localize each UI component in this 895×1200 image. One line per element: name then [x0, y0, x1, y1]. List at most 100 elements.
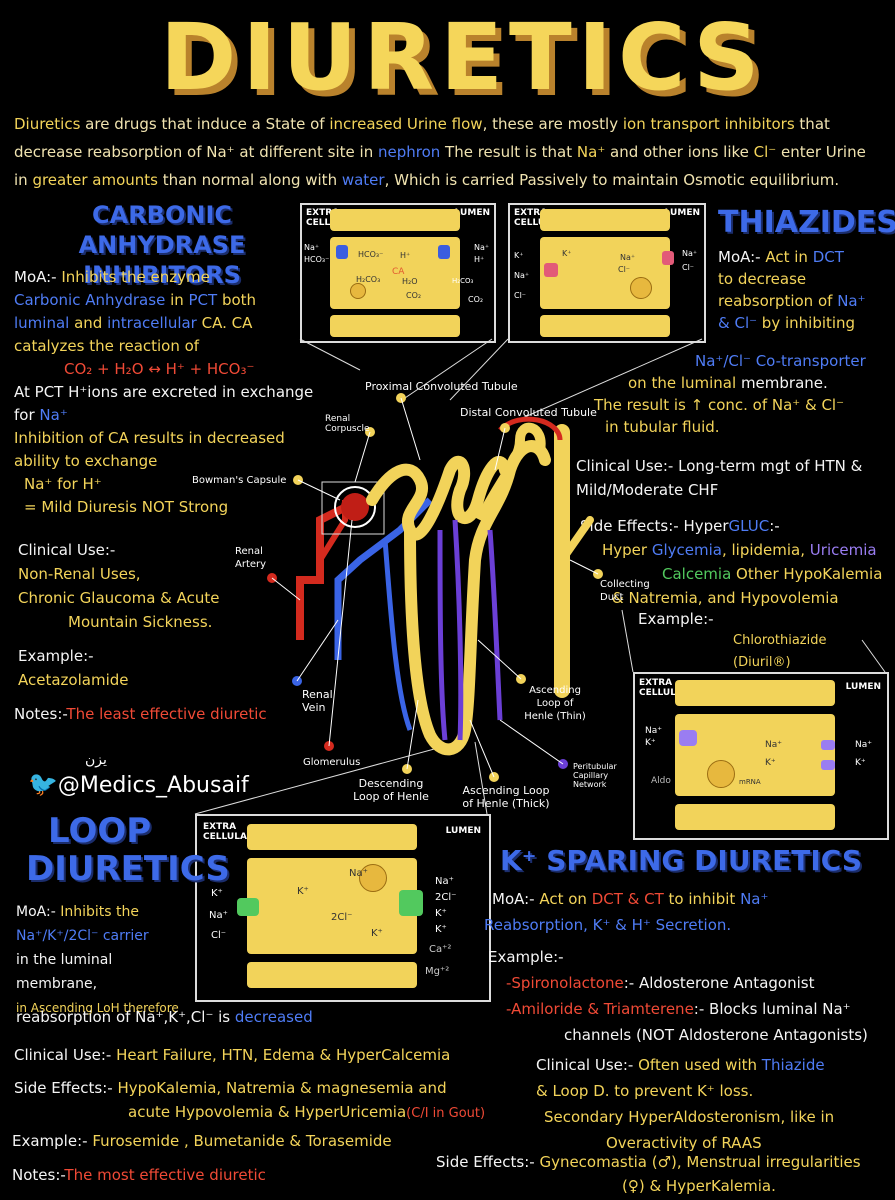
loop-side-effects: Side Effects:- HypoKalemia, Natremia & m…	[14, 1076, 514, 1126]
lumen-label: LUMEN	[664, 208, 700, 218]
cell-membrane-bottom	[540, 315, 670, 337]
ion-label: K⁺	[211, 888, 223, 899]
loop-side-text: HypoKalemia, Natremia & magnesemia and	[112, 1079, 447, 1097]
ion-label: Na⁺	[304, 243, 320, 252]
intro-highlight: water	[341, 171, 385, 189]
loop-moa-text: reabsorption of Na⁺,K⁺,Cl⁻ is	[16, 1008, 235, 1026]
ksparing-side-text: (♀) & HyperKalemia.	[622, 1177, 776, 1195]
label-descending-loop: Descending Loop of Henle	[353, 777, 429, 803]
renal-corpuscle-box	[321, 481, 385, 535]
intro-highlight: increased Urine flow	[329, 115, 483, 133]
pointer-line	[406, 699, 419, 770]
ksparing-clinical-text: Secondary HyperAldosteronism, like in	[544, 1108, 835, 1126]
thiazides-moa-cont: Na⁺/Cl⁻ Co-transporter on the luminal me…	[590, 350, 890, 438]
ion-label: Na⁺	[435, 876, 454, 887]
ca-moa-text: and	[69, 314, 108, 332]
thiazides-moa-cl: & Cl⁻	[718, 314, 758, 332]
loop-moa-text: in the luminal membrane,	[16, 952, 113, 992]
loop-moa-carrier: Na⁺/K⁺/2Cl⁻ carrier	[16, 928, 149, 944]
ion-label: Na⁺	[682, 249, 698, 258]
label-ascending-thick: Ascending Loop of Henle (Thick)	[462, 784, 550, 810]
ca-clinical-text: Mountain Sickness.	[68, 613, 213, 631]
ca-pct-na: Na⁺	[39, 406, 68, 424]
intro-highlight: ion transport inhibitors	[622, 115, 795, 133]
ca-clinical-label: Clinical Use:-	[18, 541, 116, 559]
ca-reaction: CO₂ + H₂O ↔ H⁺ + HCO₃⁻	[64, 360, 255, 378]
ksparing-moa: MoA:- Act on DCT & CT to inhibit Na⁺ Rea…	[484, 886, 892, 938]
thiazides-moa-text: reabsorption of	[718, 292, 838, 310]
ca-cell-box: EXTRA CELLULAR LUMEN Na⁺ HCO₃⁻ HCO₃⁻ H⁺ …	[300, 203, 496, 343]
ca-inhib-text: Inhibition of CA results in decreased	[14, 429, 285, 447]
intro-text: The result is that	[440, 143, 577, 161]
ksparing-amiloride: -Amiloride & Triamterene	[506, 1000, 694, 1018]
nucleus-icon	[707, 760, 735, 788]
loop-clinical: Clinical Use:- Heart Failure, HTN, Edema…	[14, 1044, 504, 1067]
distal-tubule	[475, 422, 546, 523]
ion-label: 2Cl⁻	[435, 892, 457, 903]
ion-label: CO₂	[406, 291, 422, 300]
extracellular-label: EXTRA CELLULAR	[203, 822, 254, 842]
pointer-line	[477, 639, 522, 680]
pointer-line	[474, 741, 488, 815]
thiazides-side-text: & Natremia, and Hypovolemia	[612, 589, 839, 607]
pointer-line	[354, 431, 371, 483]
loop-notes: Notes:-The most effective diuretic	[12, 1164, 372, 1187]
pointer-line	[861, 639, 886, 673]
ksparing-example-text: channels (NOT Aldosterone Antagonists)	[564, 1026, 868, 1044]
pointer-line	[194, 741, 461, 815]
thiazides-cotransporter: Na⁺/Cl⁻ Co-transporter	[695, 352, 866, 370]
thiazides-side-label: Side Effects:-	[580, 517, 679, 535]
ca-inhib-text: ability to exchange	[14, 452, 158, 470]
ca-moa: MoA:- Inhibits the enzyme Carbonic Anhyd…	[14, 266, 324, 519]
thiazides-clinical-text: Mild/Moderate CHF	[576, 481, 719, 499]
ion-label: Cl⁻	[682, 263, 695, 272]
ksparing-clinical-text: & Loop D. to prevent K⁺ loss.	[536, 1082, 754, 1100]
label-renal-corpuscle: Renal Corpuscle	[325, 414, 370, 434]
extracellular-label: EXTRA CELLULAR	[514, 208, 565, 228]
ca-inhib-text: Na⁺ for H⁺	[24, 475, 102, 493]
intro-paragraph: Diuretics are drugs that induce a State …	[14, 110, 884, 194]
label-renal-artery: Renal Artery	[235, 546, 267, 570]
loop-example-label: Example:-	[12, 1132, 88, 1150]
ca-moa-text: both	[217, 291, 257, 309]
author-arabic: يزن	[85, 752, 107, 768]
pointer-line	[271, 577, 301, 601]
ion-label: K⁺	[371, 928, 383, 939]
ksparing-side-text: Gynecomastia (♂), Menstrual irregulariti…	[534, 1153, 861, 1171]
ca-example: Example:- Acetazolamide	[18, 644, 298, 692]
vasa-recta	[382, 539, 413, 731]
ksparing-moa-site: DCT & CT	[591, 890, 664, 908]
transporter-icon	[336, 245, 348, 259]
pointer-line	[569, 559, 599, 575]
intro-term: Diuretics	[14, 115, 81, 133]
ion-label: K⁺	[435, 924, 447, 935]
cell-membrane-bottom	[247, 962, 417, 988]
thiazides-example-label: Example:-	[638, 610, 714, 628]
lumen-label: LUMEN	[445, 826, 481, 836]
loop-moa-result: reabsorption of Na⁺,K⁺,Cl⁻ is decreased	[16, 1006, 396, 1029]
label-renal-vein: Renal Vein	[302, 688, 333, 714]
ca-moa-text: in	[165, 291, 189, 309]
ion-label: K⁺	[435, 908, 447, 919]
channel-icon	[821, 760, 835, 770]
pointer-line	[469, 719, 495, 778]
mrna-label: mRNA	[739, 778, 761, 786]
intro-text: enter Urine in	[14, 143, 866, 189]
label-dct: Distal Convoluted Tubule	[460, 406, 597, 419]
social-handle[interactable]: 🐦@Medics_Abusaif	[28, 770, 249, 798]
thiazides-moa-membrane: membrane.	[740, 374, 828, 392]
ksparing-side-label: Side Effects:-	[436, 1153, 535, 1171]
loop-moa-text: Inhibits the	[55, 904, 139, 920]
loop-moa-label: MoA:-	[16, 904, 56, 920]
ksparing-moa-text: Act on	[534, 890, 592, 908]
ca-moa-text: catalyzes the reaction of	[14, 337, 200, 355]
nucleus-icon	[359, 864, 387, 892]
ca-notes: Notes:-The least effective diuretic	[14, 703, 314, 726]
thiazides-moa-na: Na⁺	[837, 292, 866, 310]
thiazides-moa-text: by inhibiting	[757, 314, 856, 332]
lumen-label: LUMEN	[845, 682, 881, 692]
ca-heading-line2: INHIBITORS	[83, 261, 241, 289]
ion-label: K⁺	[645, 738, 656, 748]
thiazides-moa-text: to decrease	[718, 270, 807, 288]
thiazides-moa-result: in tubular fluid.	[605, 418, 720, 436]
